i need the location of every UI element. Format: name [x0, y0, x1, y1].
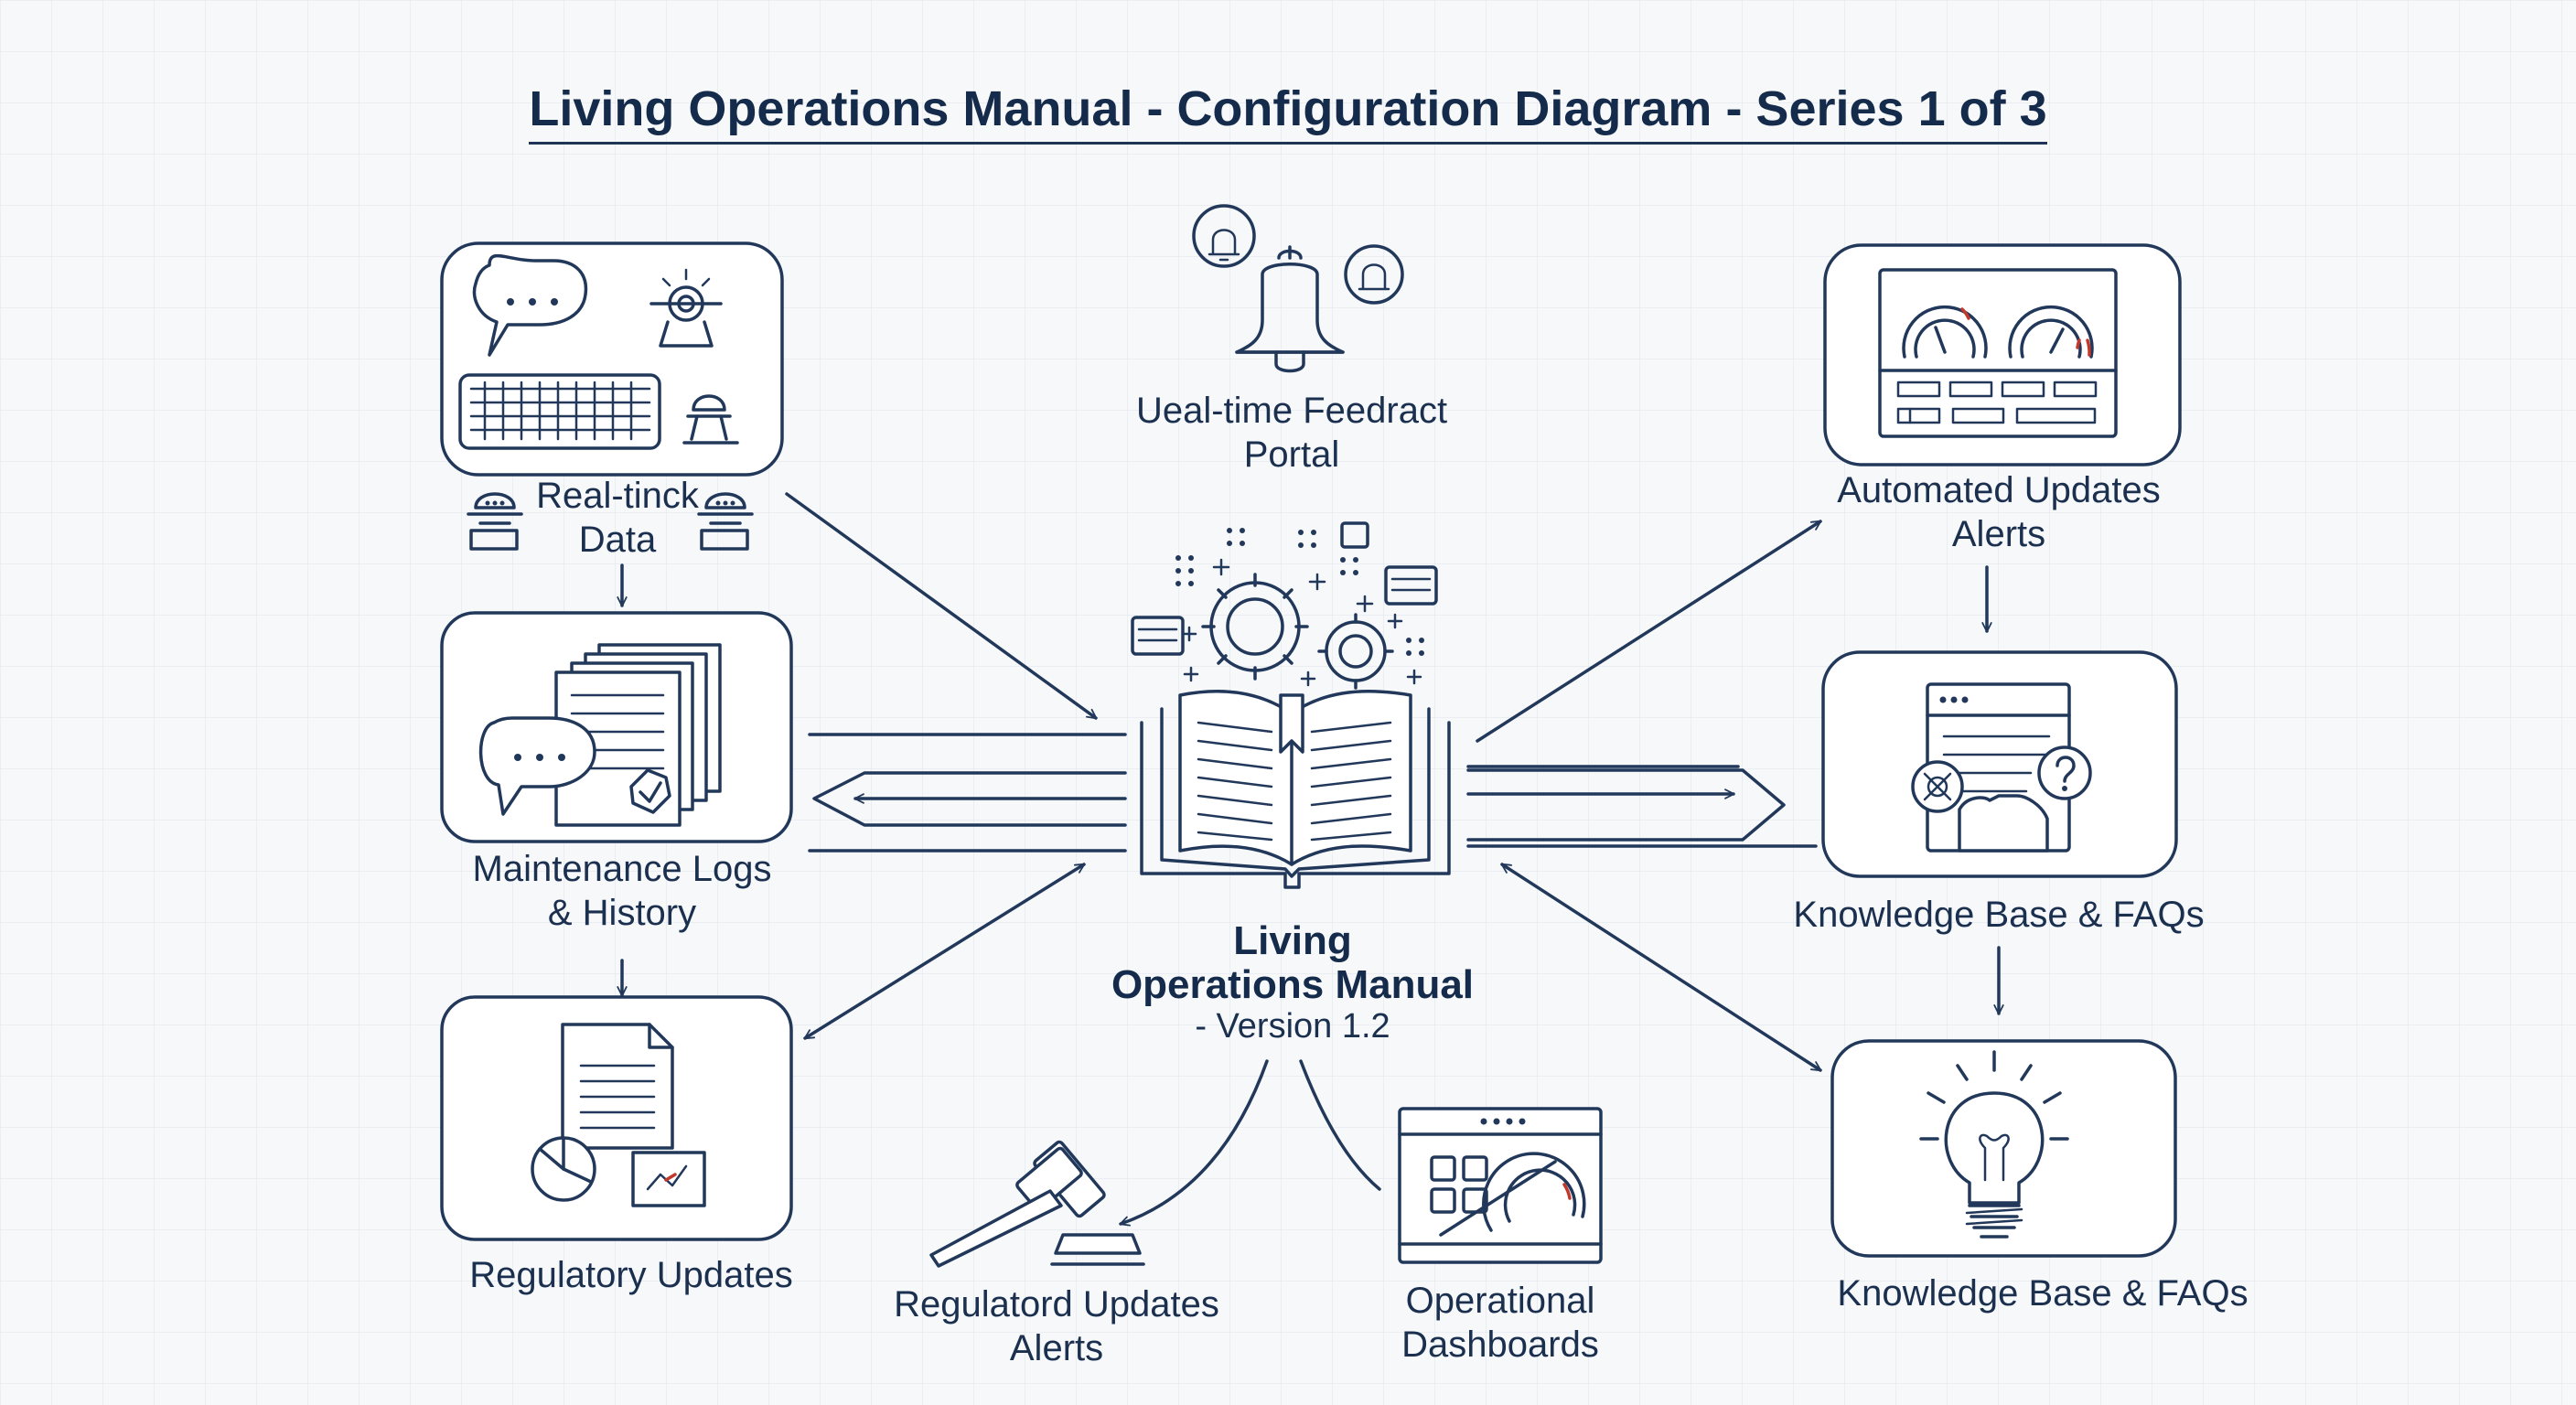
center-version: - Version 1.2 [1195, 1007, 1390, 1046]
chat-keyboard-robot-icon [458, 253, 739, 450]
dashboard-window-icon [1398, 1107, 1603, 1264]
regulatord-alerts-label: Regulatord Updates Alerts [894, 1284, 1219, 1368]
bell-icon [1192, 204, 1404, 373]
dashboard-gauges-icon [1878, 268, 2118, 438]
operational-dashboards-label: Operational Dashboards [1401, 1281, 1599, 1365]
connector-center-to-dashboards [1299, 1059, 1381, 1191]
regulatory-updates-label: Regulatory Updates [469, 1255, 793, 1295]
lightbulb-icon [1919, 1050, 2069, 1239]
center-title: Living Operations Manual [1111, 918, 1475, 1007]
connector-realtime-to-center [785, 492, 1098, 720]
connector-center-to-gavel [1119, 1059, 1269, 1227]
gears-icon [1131, 521, 1438, 690]
gavel-icon [929, 1140, 1145, 1268]
automated-updates-label: Automated Updates Alerts [1837, 470, 2161, 554]
maintenance-logs-label: Maintenance Logs & History [472, 849, 772, 933]
realtime-data-label: Real-tinck Data [536, 476, 699, 560]
kb-faqs-1-label: Knowledge Base & FAQs [1793, 895, 2205, 935]
connector-center-to-logs-chevron [812, 771, 1127, 827]
connector-center-to-automated [1476, 520, 1822, 743]
document-chart-icon [531, 1023, 706, 1207]
diagram-title: Living Operations Manual - Configuration… [0, 80, 2576, 145]
connector-center-to-regulatory [803, 863, 1086, 1040]
robot-icon-left [467, 492, 523, 551]
robot-icon-right [697, 492, 754, 551]
connector-center-to-kb2 [1500, 863, 1822, 1072]
operations-manual-book-icon [1140, 690, 1451, 889]
connectors [617, 492, 2004, 1227]
feedback-portal-label: Ueal-time Feedract Portal [1135, 391, 1448, 475]
documents-chat-icon [478, 643, 722, 827]
connector-center-to-kb1-chevron [1466, 768, 1786, 842]
kb-faqs-2-label: Knowledge Base & FAQs [1837, 1273, 2249, 1314]
browser-help-icon [1911, 682, 2092, 853]
